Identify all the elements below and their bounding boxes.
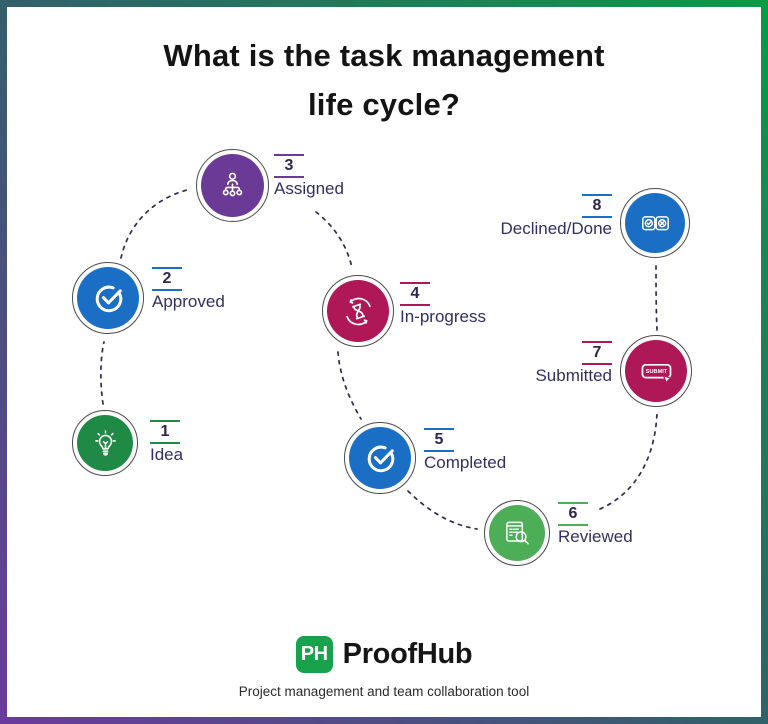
cursor-arrow-icon (662, 373, 673, 385)
page-title: What is the task management life cycle? (7, 31, 761, 129)
connector-path-6-7 (599, 412, 658, 510)
review-doc-icon (506, 521, 529, 545)
footer: PH ProofHub Project management and team … (7, 636, 761, 699)
title-line-1: What is the task management (163, 38, 605, 73)
step-circle (484, 500, 550, 566)
step-circle: SUBMIT (620, 335, 692, 407)
check-circle-icon (367, 445, 394, 472)
step-label: In-progress (400, 307, 486, 326)
proofhub-logo: PH ProofHub (295, 636, 473, 673)
submit-button-icon: SUBMIT (641, 363, 673, 385)
hierarchy-icon (222, 172, 243, 197)
submit-button-text: SUBMIT (645, 369, 667, 375)
lightbulb-icon (94, 429, 116, 456)
step-circle (322, 275, 394, 347)
step-number: 3 (274, 154, 304, 178)
connector-path-2-3 (120, 188, 192, 259)
brand-name: ProofHub (342, 638, 473, 670)
connector-path-7-8 (655, 261, 658, 331)
step-number: 5 (424, 428, 454, 452)
step-number: 7 (582, 341, 612, 365)
step-label: Assigned (274, 179, 344, 198)
step-label: Approved (152, 292, 225, 311)
brand-tagline: Project management and team collaboratio… (238, 684, 530, 699)
step-circle (344, 422, 416, 494)
step-circle (72, 410, 138, 476)
hourglass-sync-icon (345, 297, 371, 325)
step-label: Declined/Done (500, 219, 612, 238)
step-number: 2 (152, 267, 182, 291)
step-label: Idea (150, 445, 184, 464)
step-label: Completed (424, 453, 507, 472)
approve-decline-icon (641, 215, 669, 230)
connector-path-3-4 (315, 211, 353, 269)
step-label: Submitted (535, 366, 612, 385)
title-line-2: life cycle? (307, 87, 461, 122)
proofhub-logo-icon: PH (295, 636, 333, 673)
step-circle (196, 149, 269, 222)
step-number: 8 (582, 194, 612, 218)
connector-path-4-5 (337, 351, 362, 420)
step-number: 6 (558, 502, 588, 526)
connector-path-5-6 (407, 490, 478, 530)
step-circle (72, 262, 144, 334)
step-circle (620, 188, 690, 258)
step-number: 4 (400, 282, 430, 306)
connector-path-1-2 (100, 341, 105, 405)
infographic-canvas: What is the task management life cycle? (7, 7, 761, 717)
step-label: Reviewed (558, 527, 633, 546)
step-number: 1 (150, 420, 180, 444)
check-circle-icon (95, 285, 122, 312)
